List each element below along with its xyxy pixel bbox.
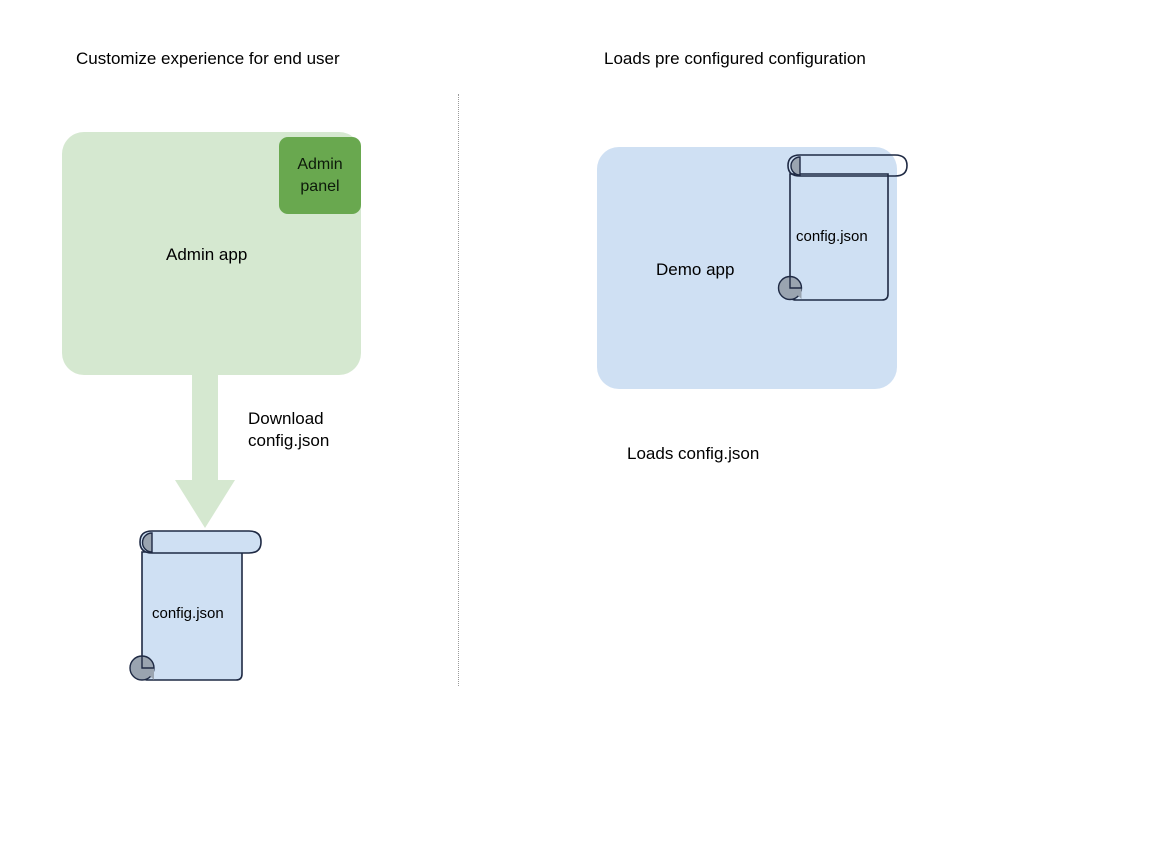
download-arrow-label-line2: config.json	[248, 431, 330, 450]
left-section-title: Customize experience for end user	[76, 49, 340, 68]
demo-app-label: Demo app	[656, 260, 735, 279]
admin-panel-label: Admin panel	[297, 154, 342, 198]
right-section-title: Loads pre configured configuration	[604, 49, 866, 68]
vertical-divider	[458, 94, 459, 686]
download-arrow-icon	[175, 372, 235, 528]
admin-panel-label-line1: Admin	[297, 155, 343, 173]
admin-app-label: Admin app	[166, 245, 248, 264]
download-arrow-label: Download config.json	[248, 408, 329, 452]
demo-app-container	[597, 147, 897, 389]
config-json-document-right[interactable]	[768, 152, 914, 310]
config-json-document-left[interactable]	[118, 528, 268, 690]
config-json-label-right: config.json	[796, 228, 868, 245]
admin-panel-box[interactable]: Admin panel	[279, 137, 361, 214]
download-arrow-label-line1: Download	[248, 409, 324, 428]
admin-panel-label-line2: panel	[300, 177, 340, 195]
loads-config-caption: Loads config.json	[627, 444, 760, 463]
config-json-label-left: config.json	[152, 605, 224, 622]
